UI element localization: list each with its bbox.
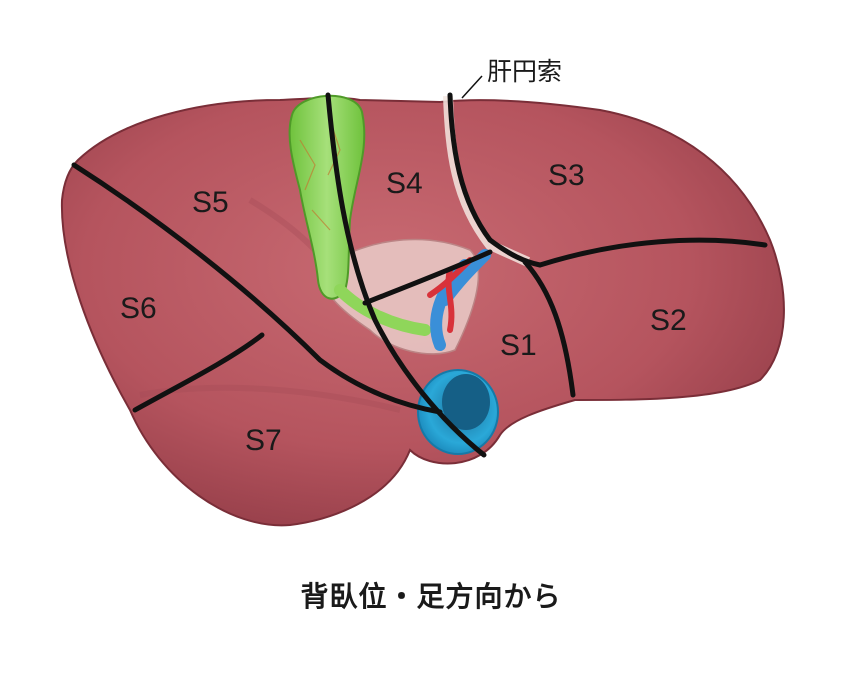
segment-label-s5: S5	[192, 186, 229, 219]
ligament-label: 肝円索	[487, 57, 562, 86]
gallbladder	[288, 94, 366, 300]
divider-s4-s1	[362, 249, 493, 306]
segment-label-s4: S4	[386, 167, 423, 200]
divider-s6-s7	[132, 332, 265, 413]
segment-dividers	[71, 92, 768, 458]
segment-label-s6: S6	[120, 292, 157, 325]
divider-s3-s2	[487, 237, 768, 268]
divider-s5-s6-s7	[71, 162, 443, 415]
segment-label-s1: S1	[500, 329, 537, 362]
ligament-leader-line	[461, 75, 483, 99]
divider-ligament	[447, 92, 493, 243]
segment-label-s3: S3	[548, 159, 585, 192]
segment-label-s2: S2	[650, 304, 687, 337]
liver-diagram: S1 S2 S3 S4 S5 S6 S7 肝円索	[60, 57, 785, 527]
divider-gallbladder-line	[325, 92, 487, 458]
divider-s2-s1	[522, 259, 576, 398]
cystic-duct	[334, 284, 431, 336]
segment-label-s7: S7	[245, 424, 282, 457]
figure-caption: 背臥位・足方向から	[300, 580, 562, 613]
inferior-vena-cava-lumen	[442, 374, 490, 430]
